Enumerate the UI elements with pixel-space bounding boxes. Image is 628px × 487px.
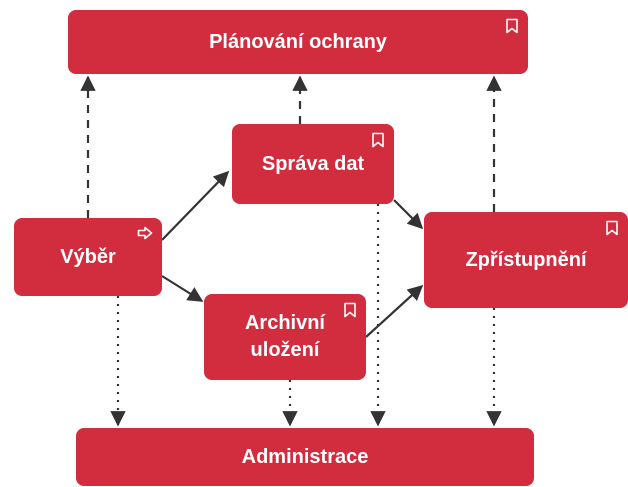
node-administrace[interactable]: Administrace bbox=[76, 428, 534, 486]
node-zpristupneni[interactable]: Zpřístupnění bbox=[424, 212, 628, 308]
node-label: Archivní uložení bbox=[244, 312, 325, 361]
node-label: Zpřístupnění bbox=[465, 248, 587, 271]
edge-archivni-zpristupneni bbox=[365, 284, 424, 338]
arrow-right-icon bbox=[137, 226, 153, 240]
node-label: Výběr bbox=[60, 245, 116, 268]
node-label: Plánování ochrany bbox=[209, 30, 387, 53]
edge-sprava-zpristupneni bbox=[393, 199, 424, 230]
node-label: Správa dat bbox=[261, 152, 365, 175]
bookmark-icon bbox=[372, 132, 384, 148]
node-planovani-ochrany[interactable]: Plánování ochrany bbox=[68, 10, 528, 74]
bookmark-icon bbox=[506, 18, 518, 34]
edge-vyber-sprava bbox=[161, 170, 230, 241]
node-label: Administrace bbox=[241, 445, 369, 468]
node-vyber[interactable]: Výběr bbox=[14, 218, 162, 296]
edge-vyber-archivni bbox=[161, 275, 204, 302]
bookmark-icon bbox=[344, 302, 356, 318]
bookmark-icon bbox=[606, 220, 618, 236]
node-sprava-dat[interactable]: Správa dat bbox=[232, 124, 394, 204]
node-archivni-ulozeni[interactable]: Archivní uložení bbox=[204, 294, 366, 380]
